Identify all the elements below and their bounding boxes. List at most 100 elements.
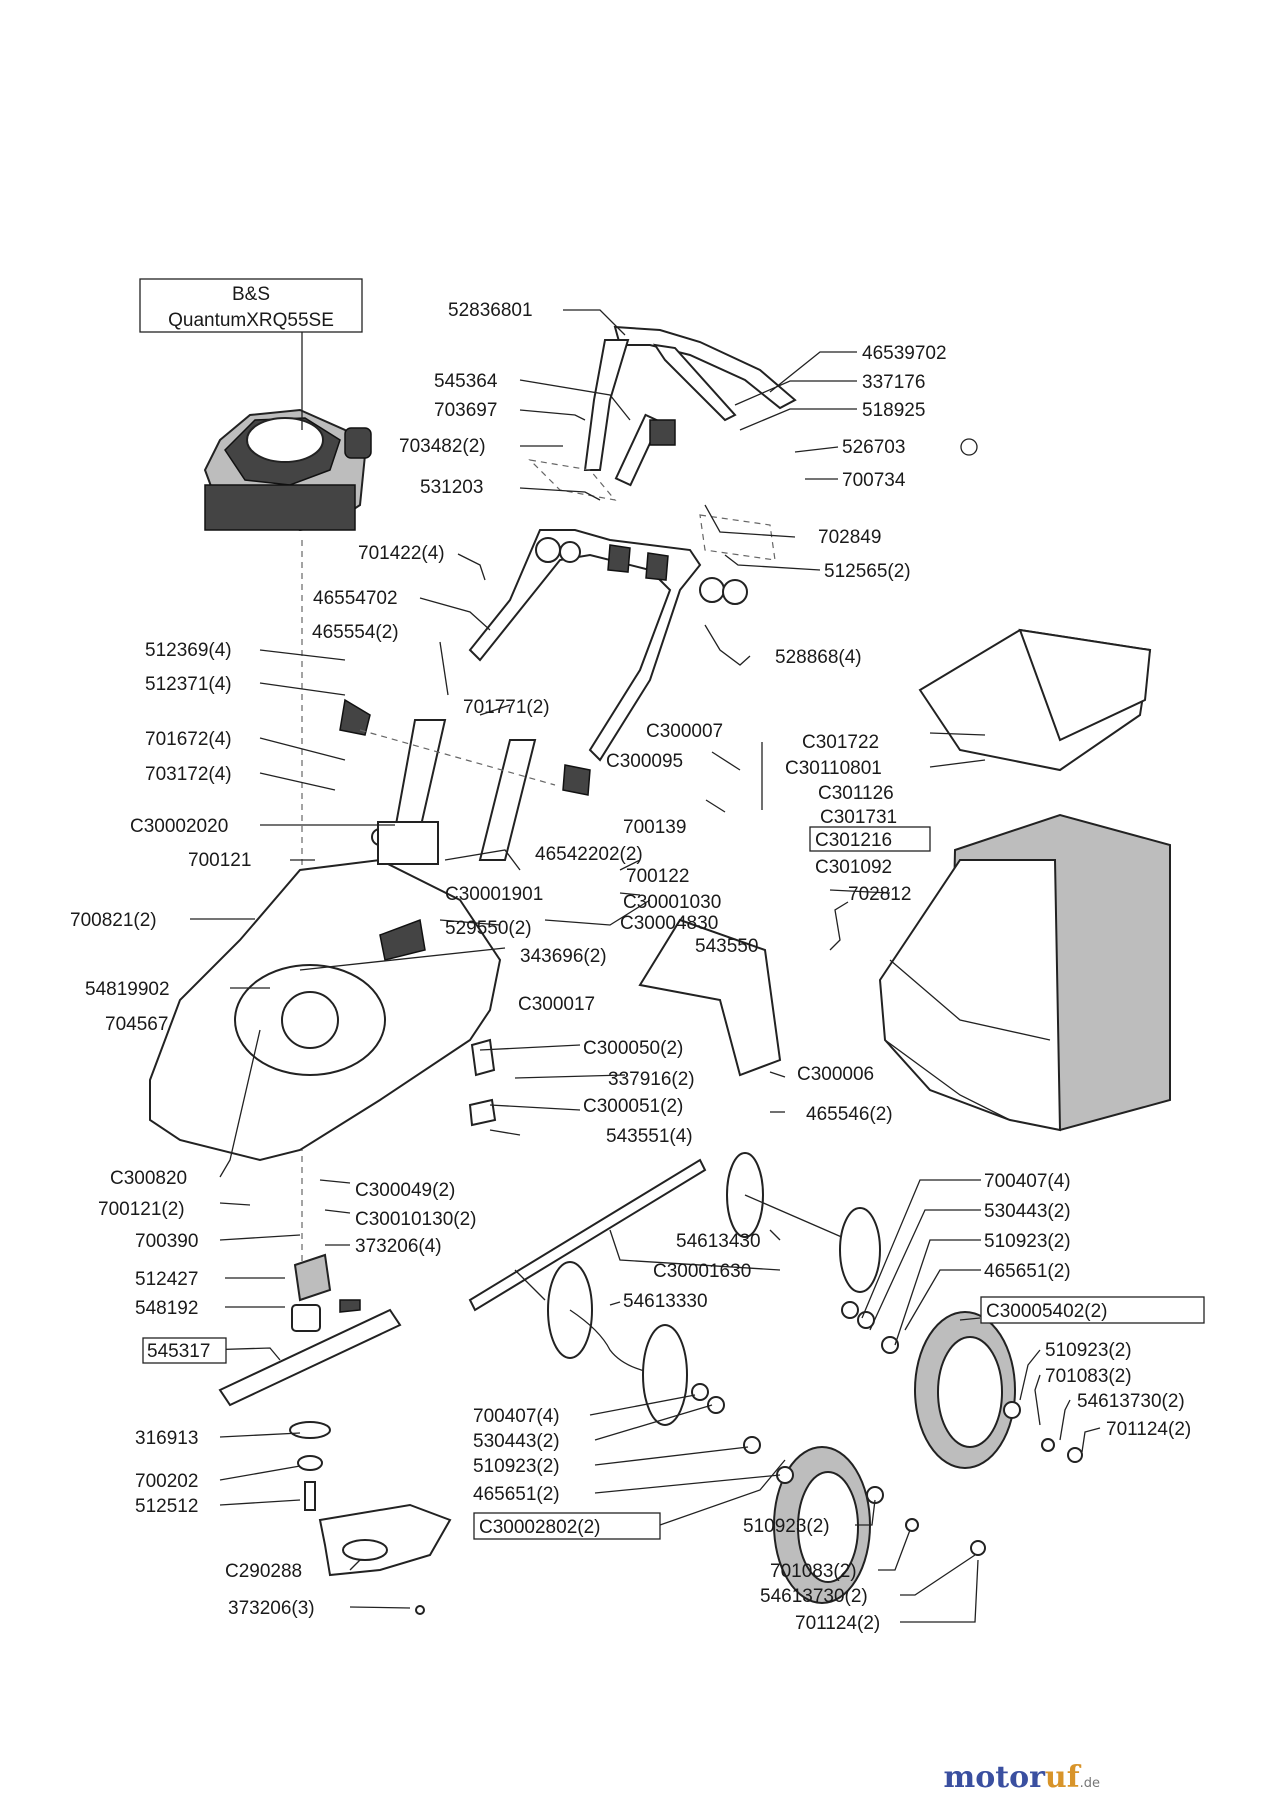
part-label: 531203 bbox=[420, 477, 483, 498]
part-labels: 52836801 46539702 545364 337176 703697 5… bbox=[70, 300, 1191, 1634]
part-label: C300050(2) bbox=[583, 1038, 683, 1059]
part-label: 703697 bbox=[434, 400, 497, 421]
part-label: 512369(4) bbox=[145, 640, 232, 661]
part-label: 510923(2) bbox=[473, 1456, 560, 1477]
part-label-545317: 545317 bbox=[147, 1341, 210, 1362]
motoruf-watermark: motoruf.de bbox=[943, 1760, 1100, 1795]
part-label: 701083(2) bbox=[1045, 1366, 1132, 1387]
part-label: C30001901 bbox=[445, 884, 543, 905]
deck-illustration bbox=[149, 821, 782, 1162]
boxed-part-c30002802: C30002802(2) bbox=[473, 1512, 661, 1540]
part-label: 54613430 bbox=[676, 1231, 761, 1252]
part-label: 465546(2) bbox=[806, 1104, 893, 1125]
part-label: 703172(4) bbox=[145, 764, 232, 785]
part-label: 518925 bbox=[862, 400, 925, 421]
part-label: 465554(2) bbox=[312, 622, 399, 643]
part-label: 701672(4) bbox=[145, 729, 232, 750]
part-label: 701771(2) bbox=[463, 697, 550, 718]
part-label: 510923(2) bbox=[984, 1231, 1071, 1252]
part-label: 54819902 bbox=[85, 979, 170, 1000]
part-label: 703482(2) bbox=[399, 436, 486, 457]
part-label: C301722 bbox=[802, 732, 879, 753]
part-label: 543550 bbox=[695, 936, 758, 957]
part-label-c30005402: C30005402(2) bbox=[986, 1301, 1107, 1322]
watermark-part2: uf bbox=[1045, 1760, 1082, 1795]
part-label: 529550(2) bbox=[445, 918, 532, 939]
engine-brand-label: B&S bbox=[232, 284, 270, 305]
part-label: 465651(2) bbox=[984, 1261, 1071, 1282]
part-label: 700139 bbox=[623, 817, 686, 838]
part-label: 337916(2) bbox=[608, 1069, 695, 1090]
part-label: C300049(2) bbox=[355, 1180, 455, 1201]
part-label: 512371(4) bbox=[145, 674, 232, 695]
boxed-part-c301216: C301216 bbox=[809, 826, 931, 852]
part-label: 510923(2) bbox=[743, 1516, 830, 1537]
part-label: 512565(2) bbox=[824, 561, 911, 582]
part-label: 702849 bbox=[818, 527, 881, 548]
part-label: C290288 bbox=[225, 1561, 302, 1582]
leader-lines bbox=[190, 309, 1101, 1623]
part-label: 700407(4) bbox=[984, 1171, 1071, 1192]
part-label: 700121 bbox=[188, 850, 251, 871]
part-label: 701124(2) bbox=[795, 1613, 880, 1634]
retaining-ring-icon bbox=[960, 438, 978, 456]
engine-model-box: B&S QuantumXRQ55SE bbox=[139, 278, 363, 333]
part-label: C300007 bbox=[646, 721, 723, 742]
grass-bag-illustration bbox=[878, 628, 1171, 1132]
boxed-part-545317: 545317 bbox=[142, 1337, 227, 1364]
part-label: C30110801 bbox=[785, 758, 882, 779]
part-label: 465651(2) bbox=[473, 1484, 560, 1505]
part-label: C301092 bbox=[815, 857, 892, 878]
part-label: 700734 bbox=[842, 470, 906, 491]
part-label: 373206(3) bbox=[228, 1598, 315, 1619]
watermark-part3: .de bbox=[1080, 1776, 1100, 1791]
part-label: C300095 bbox=[606, 751, 683, 772]
part-label: 704567 bbox=[105, 1014, 168, 1035]
part-label: C300051(2) bbox=[583, 1096, 683, 1117]
part-label: 46554702 bbox=[313, 588, 398, 609]
watermark-part1: motor bbox=[943, 1760, 1046, 1795]
part-label: 316913 bbox=[135, 1428, 198, 1449]
part-label: 543551(4) bbox=[606, 1126, 693, 1147]
part-label: C30010130(2) bbox=[355, 1209, 476, 1230]
part-label: 700821(2) bbox=[70, 910, 157, 931]
part-label: 702812 bbox=[848, 884, 911, 905]
part-label: 512427 bbox=[135, 1269, 198, 1290]
part-label: 343696(2) bbox=[520, 946, 607, 967]
boxed-part-c30005402: C30005402(2) bbox=[980, 1296, 1205, 1324]
part-label: 46542202(2) bbox=[535, 844, 643, 865]
part-label: 512512 bbox=[135, 1496, 198, 1517]
part-label: 337176 bbox=[862, 372, 925, 393]
part-label: 700390 bbox=[135, 1231, 198, 1252]
part-label: 54613730(2) bbox=[760, 1586, 868, 1607]
part-label: 548192 bbox=[135, 1298, 198, 1319]
part-label: C300820 bbox=[110, 1168, 187, 1189]
part-label: C300017 bbox=[518, 994, 595, 1015]
part-label: C301731 bbox=[820, 807, 897, 828]
part-label: 700407(4) bbox=[473, 1406, 560, 1427]
part-label: 530443(2) bbox=[473, 1431, 560, 1452]
svg-text:motoruf.de: motoruf.de bbox=[943, 1760, 1100, 1795]
part-label: 510923(2) bbox=[1045, 1340, 1132, 1361]
part-label: 701422(4) bbox=[358, 543, 445, 564]
part-label: C301126 bbox=[818, 783, 894, 804]
part-label: 526703 bbox=[842, 437, 905, 458]
part-label: 528868(4) bbox=[775, 647, 862, 668]
part-label: 700202 bbox=[135, 1471, 198, 1492]
part-label: 54613330 bbox=[623, 1291, 708, 1312]
part-label: 701083(2) bbox=[770, 1561, 857, 1582]
part-label: C30004830 bbox=[620, 913, 718, 934]
part-label: C30002020 bbox=[130, 816, 228, 837]
part-label: 46539702 bbox=[862, 343, 947, 364]
part-label: 54613730(2) bbox=[1077, 1391, 1185, 1412]
engine-illustration bbox=[203, 408, 372, 1290]
part-label: 701124(2) bbox=[1106, 1419, 1191, 1440]
part-label-c301216: C301216 bbox=[815, 830, 892, 851]
handle-illustration bbox=[339, 325, 797, 861]
part-label: C30001030 bbox=[623, 892, 721, 913]
blade-assembly-illustration bbox=[218, 1253, 452, 1615]
part-label: C300006 bbox=[797, 1064, 874, 1085]
part-label: 373206(4) bbox=[355, 1236, 442, 1257]
part-label: 700122 bbox=[626, 866, 689, 887]
part-label-c30002802: C30002802(2) bbox=[479, 1517, 600, 1538]
